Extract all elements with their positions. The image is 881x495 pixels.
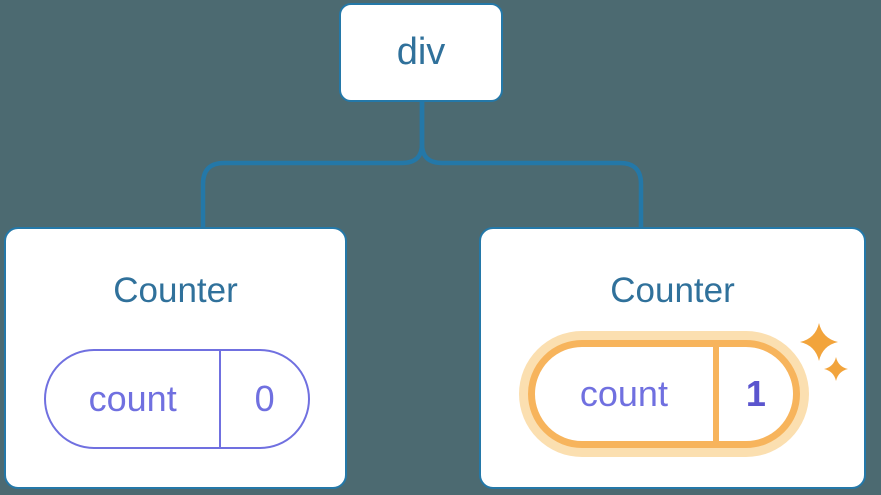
state-pill: count 0 [44,349,310,449]
card-title: Counter [610,271,735,310]
counter-card-left: Counter count 0 [4,227,347,489]
tree-node-div: div [339,3,503,102]
state-value: 0 [254,378,275,419]
tree-node-div-label: div [396,31,446,73]
connector-left [200,101,425,228]
state-key-label: count [88,378,177,419]
connector-right [419,101,644,228]
state-pill-highlighted: count 1 [528,340,800,448]
state-value: 1 [745,373,766,414]
sparkles-icon [800,323,848,381]
counter-card-right: Counter count 1 [479,227,866,489]
pill-divider [219,351,222,447]
state-key-label: count [579,373,668,414]
pill-divider [712,347,719,441]
card-title: Counter [113,271,238,310]
